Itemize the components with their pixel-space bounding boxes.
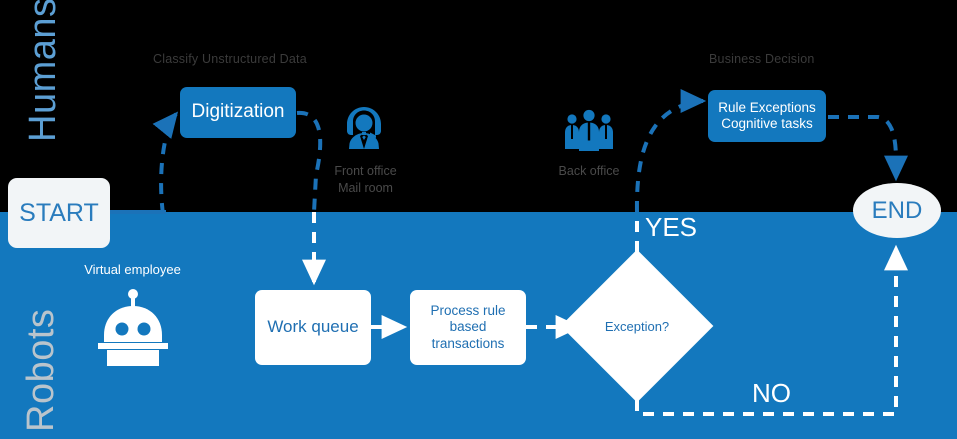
node-decision-label: Exception? xyxy=(604,318,670,334)
caption-business-decision: Business Decision xyxy=(709,52,815,66)
caption-front-office-line1: Front office xyxy=(334,164,397,178)
caption-back-office: Back office xyxy=(558,164,620,178)
caption-virtual-employee: Virtual employee xyxy=(84,262,181,277)
node-process-rule[interactable]: Process rule based transactions xyxy=(410,290,526,365)
lane-label-robots: Robots xyxy=(20,308,62,432)
node-end[interactable]: END xyxy=(853,183,941,238)
caption-front-office-line2: Mail room xyxy=(338,180,393,195)
node-digitization-label: Digitization xyxy=(191,101,285,123)
people-group-icon xyxy=(560,108,618,152)
node-decision-exception[interactable]: Exception? xyxy=(560,249,714,403)
node-end-label: END xyxy=(871,196,923,224)
node-work-queue-label: Work queue xyxy=(267,317,359,337)
node-process-rule-line3: transactions xyxy=(431,335,505,351)
node-process-rule-line2: based xyxy=(449,319,487,335)
node-rule-exceptions[interactable]: Rule Exceptions Cognitive tasks xyxy=(708,90,826,142)
lane-label-humans: Humans xyxy=(22,0,64,142)
node-start[interactable]: START xyxy=(8,178,110,248)
node-start-label: START xyxy=(19,199,99,227)
node-process-rule-line1: Process rule xyxy=(430,303,506,319)
branch-label-no: NO xyxy=(752,378,791,408)
node-work-queue[interactable]: Work queue xyxy=(255,290,371,365)
headset-agent-icon xyxy=(340,104,388,152)
caption-front-office: Front office Mail room xyxy=(318,163,413,197)
caption-classify-unstructured-data: Classify Unstructured Data xyxy=(153,52,307,66)
branch-label-yes: YES xyxy=(645,212,698,242)
node-rule-exceptions-line2: Cognitive tasks xyxy=(721,116,813,131)
robot-icon xyxy=(88,288,178,366)
node-rule-exceptions-line1: Rule Exceptions xyxy=(718,99,816,115)
node-digitization[interactable]: Digitization xyxy=(180,87,296,138)
